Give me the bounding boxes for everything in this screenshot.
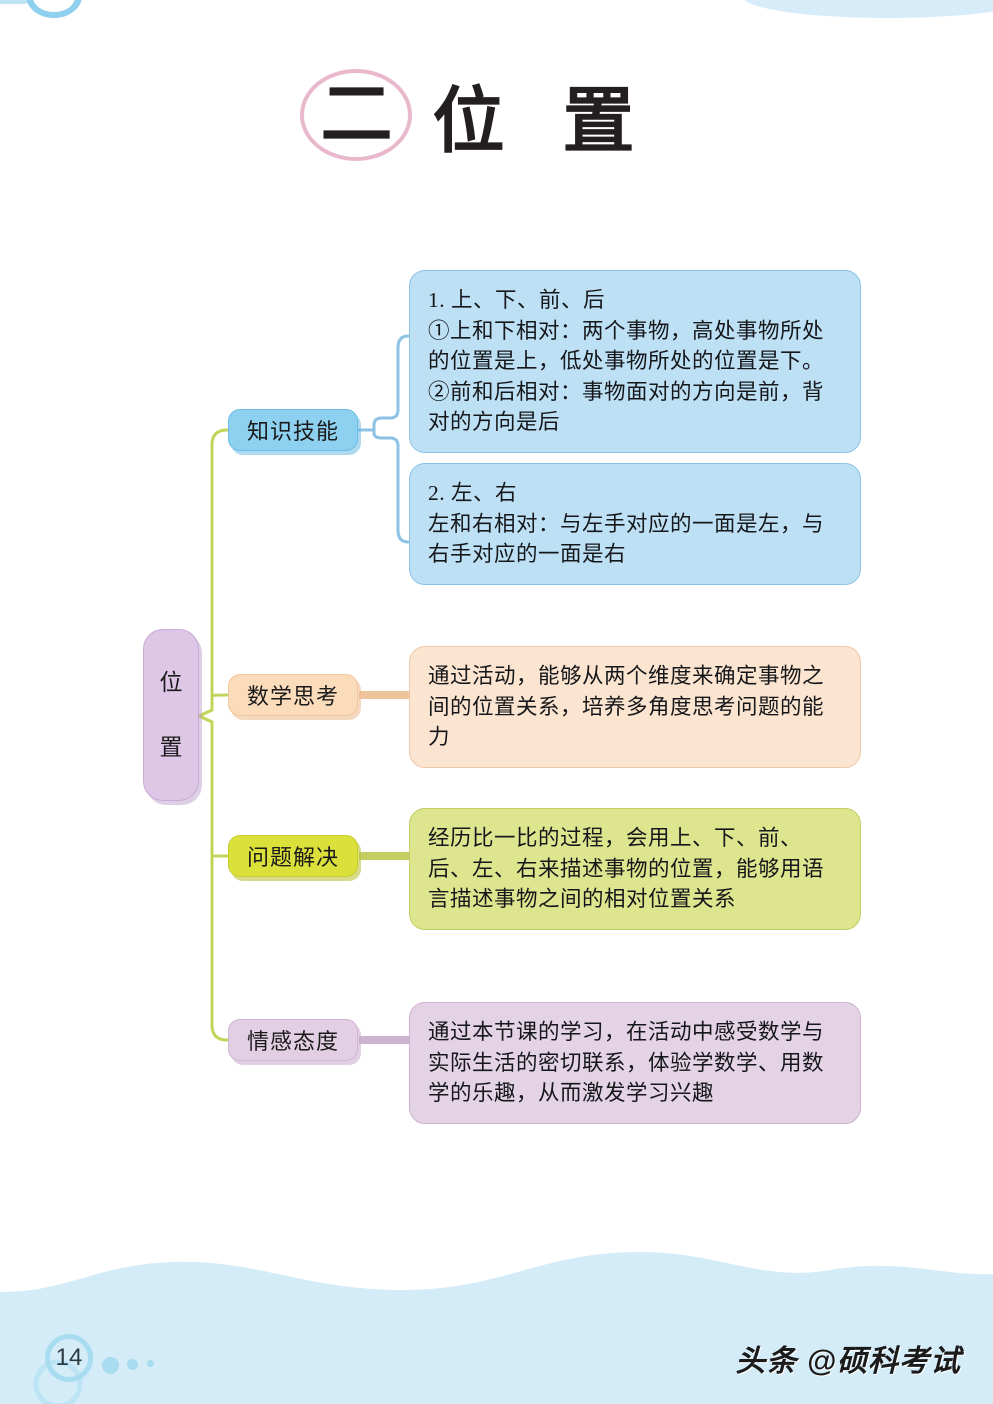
branch-label-emotion-attitude[interactable]: 情感态度	[228, 1019, 358, 1061]
mindmap: 位 置 知识技能 数学思考 问题解决 情感态度 1. 上、下、前、后 ①上和下相…	[0, 240, 993, 1140]
chapter-title-text: 位置	[432, 82, 693, 162]
footer-dot-large	[102, 1357, 119, 1374]
content-box-emotion-attitude: 通过本节课的学习，在活动中感受数学与实际生活的密切联系，体验学数学、用数学的乐趣…	[409, 1002, 861, 1124]
content-box-math-thinking: 通过活动，能够从两个维度来确定事物之间的位置关系，培养多角度思考问题的能力	[409, 646, 861, 768]
chapter-number: 二	[320, 74, 393, 155]
footer-wave-decoration	[0, 1252, 993, 1404]
content-box-left-right: 2. 左、右 左和右相对：与左手对应的一面是左，与右手对应的一面是右	[409, 463, 861, 585]
content-box-updown-frontback: 1. 上、下、前、后 ①上和下相对：两个事物，高处事物所处的位置是上，低处事物所…	[409, 270, 861, 453]
branch-label-problem-solving[interactable]: 问题解决	[228, 835, 358, 877]
branch-label-math-thinking[interactable]: 数学思考	[228, 674, 358, 716]
root-char-1: 位	[159, 670, 183, 695]
top-right-ellipse-decoration	[743, 0, 993, 18]
content-box-problem-solving: 经历比一比的过程，会用上、下、前、后、左、右来描述事物的位置，能够用语言描述事物…	[409, 808, 861, 930]
root-char-2: 置	[159, 735, 183, 760]
top-left-bar-decoration	[0, 0, 30, 4]
top-left-circle-inner-decoration	[33, 0, 75, 12]
page-number: 14	[55, 1344, 83, 1371]
chapter-number-circle: 二	[300, 68, 413, 161]
page-title: 二 位置	[0, 62, 993, 167]
footer-dot-medium	[127, 1359, 138, 1370]
page-number-badge: 14	[45, 1334, 93, 1382]
footer-dot-small	[147, 1360, 154, 1367]
mindmap-connectors	[197, 334, 412, 1044]
branch-label-knowledge-skill[interactable]: 知识技能	[228, 409, 358, 451]
watermark-text: 头条 @硕科考试	[735, 1345, 961, 1378]
mindmap-root-node[interactable]: 位 置	[143, 629, 199, 801]
